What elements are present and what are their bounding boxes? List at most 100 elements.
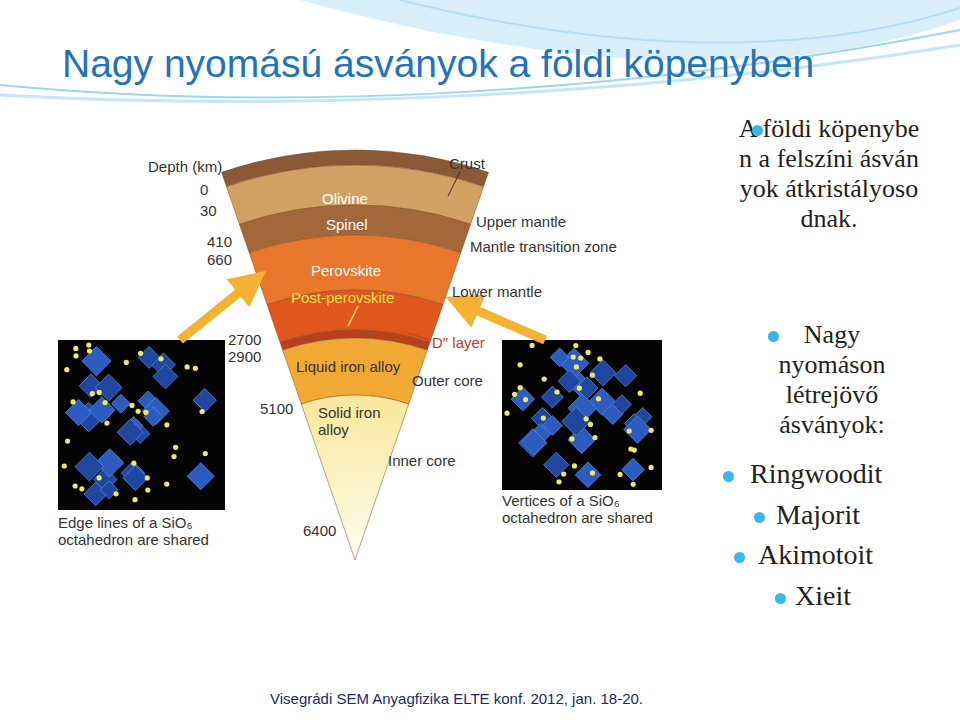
- atom: [523, 397, 528, 402]
- atom: [518, 385, 523, 390]
- octahedron: [519, 429, 547, 457]
- atom: [596, 396, 601, 401]
- octahedron: [82, 346, 111, 375]
- layer-name: Inner core: [388, 452, 456, 469]
- octahedron: [66, 399, 92, 425]
- atom: [200, 409, 205, 414]
- atom: [638, 391, 643, 396]
- atom: [541, 416, 546, 421]
- layer-name: Crust: [449, 155, 485, 172]
- depth-value: 30: [200, 202, 217, 219]
- core-material: Solid iron alloy: [318, 404, 388, 439]
- bullet-dot: [768, 331, 779, 342]
- octahedron: [193, 389, 216, 412]
- atom: [131, 461, 136, 466]
- octahedron: [615, 365, 637, 387]
- octahedron: [542, 386, 564, 408]
- atom: [171, 454, 176, 459]
- octahedron: [89, 397, 115, 423]
- octahedron: [123, 465, 148, 490]
- atom: [143, 410, 148, 415]
- atom: [632, 448, 637, 453]
- octahedron: [562, 407, 591, 436]
- footer-text: Visegrádi SEM Anyagfizika ELTE konf. 201…: [270, 690, 643, 707]
- atom: [132, 497, 137, 502]
- octahedron: [75, 452, 104, 481]
- depth-value: 6400: [303, 522, 336, 539]
- header-swoosh: [0, 30, 960, 97]
- atom: [124, 360, 129, 365]
- leader-line: [348, 306, 358, 326]
- mineral-list-item: Xieit: [795, 580, 851, 612]
- atom: [512, 392, 517, 397]
- atom: [71, 399, 76, 404]
- layer-name: Outer core: [412, 372, 483, 389]
- octahedron: [511, 387, 535, 411]
- bullet-dot: [775, 593, 786, 604]
- header-swoosh: [400, 0, 960, 43]
- atom: [571, 355, 576, 360]
- atom: [97, 475, 102, 480]
- image-caption: Vertices of a SiO₆ octahedron are shared: [502, 492, 677, 527]
- atom: [164, 422, 169, 427]
- atom: [87, 348, 92, 353]
- atom: [649, 465, 654, 470]
- bullet-text: A földi köpenyben a felszíni ásványok át…: [738, 114, 920, 234]
- octahedron: [590, 360, 616, 386]
- bullet-dot: [734, 552, 745, 563]
- atom: [103, 400, 108, 405]
- layer-name: Mantle transition zone: [470, 238, 617, 255]
- atom: [73, 353, 78, 358]
- atom: [145, 475, 150, 480]
- atom: [572, 463, 577, 468]
- atom: [590, 373, 595, 378]
- depth-value: 2900: [228, 348, 261, 365]
- atom: [588, 422, 593, 427]
- atom: [173, 445, 178, 450]
- leader-line: [448, 172, 460, 196]
- atom: [86, 343, 91, 348]
- atom: [158, 356, 163, 361]
- layer-name: Lower mantle: [452, 283, 542, 300]
- atom: [627, 428, 632, 433]
- octahedron: [576, 377, 598, 399]
- atom: [104, 421, 109, 426]
- bullet-dot: [754, 512, 765, 523]
- atom: [193, 366, 198, 371]
- atom: [584, 416, 589, 421]
- atom: [618, 472, 623, 477]
- octahedron: [550, 348, 569, 367]
- depth-value: 0: [200, 181, 208, 198]
- atom: [569, 436, 574, 441]
- atom: [597, 356, 602, 361]
- atom: [578, 355, 583, 360]
- mineral-name: Post-perovskite: [291, 289, 394, 306]
- crystal-image: [502, 340, 662, 490]
- atom: [542, 377, 547, 382]
- atom: [592, 435, 597, 440]
- atom: [138, 351, 143, 356]
- slide-title: Nagy nyomású ásványok a földi köpenyben: [62, 42, 814, 87]
- depth-value: 5100: [260, 400, 293, 417]
- earth-layer: [301, 395, 408, 560]
- atom: [649, 428, 654, 433]
- octahedron: [138, 346, 160, 368]
- octahedron: [544, 452, 569, 477]
- atom: [73, 346, 78, 351]
- atom: [574, 364, 579, 369]
- core-material: Liquid iron alloy: [296, 358, 400, 375]
- octahedron: [95, 374, 122, 401]
- atom: [586, 350, 591, 355]
- atom: [136, 409, 141, 414]
- atom: [530, 343, 535, 348]
- octahedron: [575, 462, 601, 488]
- octahedron: [144, 407, 163, 426]
- image-caption: Edge lines of a SiO₆ octahedron are shar…: [58, 514, 233, 549]
- atom: [573, 343, 578, 348]
- octahedron: [624, 416, 651, 443]
- atom: [90, 391, 95, 396]
- axis-title: Depth (km): [148, 158, 222, 175]
- atom: [631, 482, 636, 487]
- crystal-image: [58, 340, 225, 510]
- mineral-list-item: Akimotoit: [758, 539, 873, 571]
